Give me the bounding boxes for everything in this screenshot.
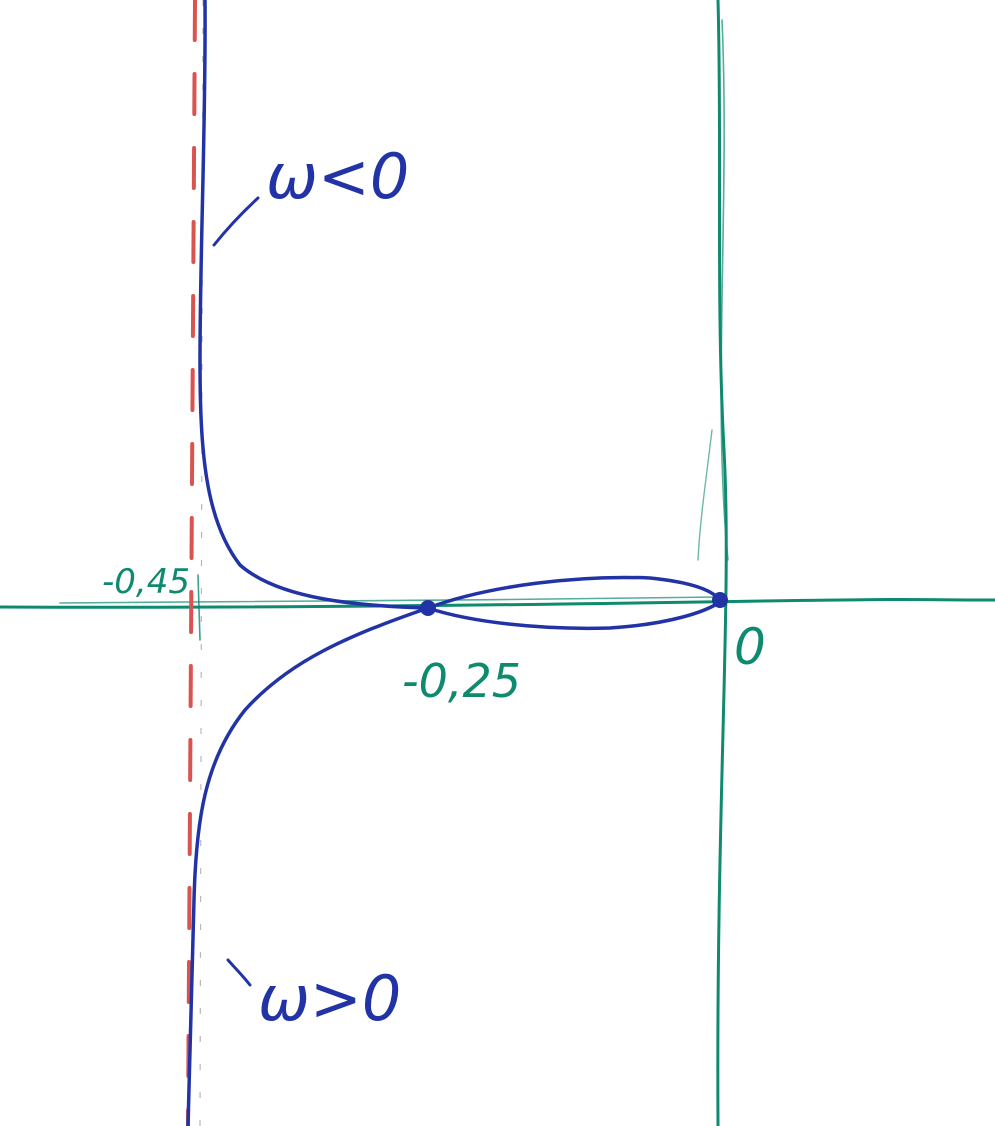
nyquist-curve [186,0,722,1126]
loop-upper-curve [426,575,722,610]
origin-value-label: 0 [734,618,766,676]
asymptote-line [186,0,197,1126]
lower-branch-pointer [226,958,252,987]
imaginary-axis-stroke-3 [697,429,713,561]
branch-lower-label: ω>0 [258,962,401,1035]
asymptote-value-label: -0,45 [102,562,190,602]
asymptote-tick [197,574,201,641]
crossing-value-label: -0,25 [402,654,521,708]
branch-upper-curve [198,0,430,610]
loop-lower-curve [426,600,722,631]
asymptote-guide [199,0,204,1126]
branch-lower-curve [186,606,430,1126]
real-axis [0,598,995,609]
imaginary-axis [716,0,728,1126]
imaginary-axis-stroke-2 [720,19,729,561]
upper-branch-pointer [212,196,260,247]
real-axis-stroke-2 [59,596,721,604]
branch-upper-label: ω<0 [266,140,409,213]
crossing-point [420,600,436,616]
origin-point [712,592,728,608]
